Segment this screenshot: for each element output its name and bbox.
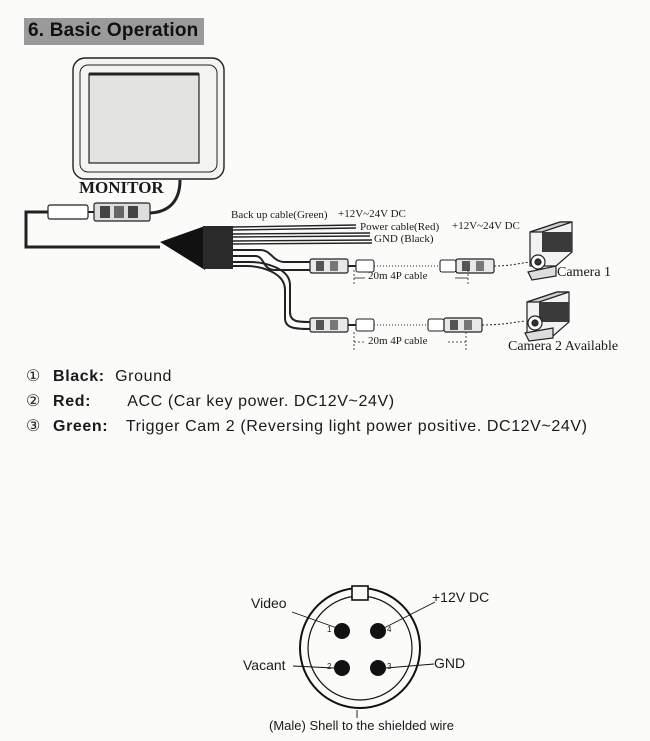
wire-number: ③ [26,418,41,435]
wire-name: Black: [53,368,105,385]
wire-name: Red: [53,393,92,410]
connector-caption: (Male) Shell to the shielded wire [269,718,454,733]
pin-number-4: 4 [387,625,392,634]
pin-number-1: 1 [327,625,332,634]
wire-description-black: ① Black: Ground [26,366,172,386]
section-title: 6. Basic Operation [24,18,205,45]
monitor-label: MONITOR [79,178,164,197]
wire-description-green: ③ Green: Trigger Cam 2 (Reversing light … [26,416,588,436]
backup-cable-voltage: +12V~24V DC [338,208,406,220]
wire-number: ① [26,368,41,385]
pin-12v-label: +12V DC [432,589,490,605]
wire-desc: ACC (Car key power. DC12V~24V) [127,393,395,410]
wire-description-red: ② Red: ACC (Car key power. DC12V~24V) [26,391,395,411]
extension-cable-1-label: 20m 4P cable [368,270,428,282]
extension-cable-2-label: 20m 4P cable [368,335,428,347]
camera-1-cable [309,258,531,286]
camera-2 [524,291,570,342]
pin-number-3: 3 [387,662,392,671]
monitor-illustration [72,57,225,215]
pin-video-label: Video [251,595,287,611]
gnd-cable-label: GND (Black) [374,233,434,245]
wire-number: ② [26,393,41,410]
camera-1 [527,221,573,281]
pin-vacant-label: Vacant [243,657,286,673]
camera-2-label: Camera 2 Available [508,339,619,354]
pin-connector [291,585,436,718]
backup-cable-label: Back up cable(Green) [231,209,328,221]
power-cable-label: Power cable(Red) [360,221,440,233]
pin-gnd-label: GND [434,655,466,671]
monitor-connector [24,202,160,249]
pin-number-2: 2 [327,662,332,671]
camera-1-label: Camera 1 [557,265,612,280]
camera-2-cable [309,317,526,350]
wire-desc: Trigger Cam 2 (Reversing light power pos… [125,418,588,435]
power-cable-voltage: +12V~24V DC [452,220,520,232]
cable-harness [160,224,373,330]
wire-desc: Ground [115,368,173,385]
wire-name: Green: [53,418,109,435]
